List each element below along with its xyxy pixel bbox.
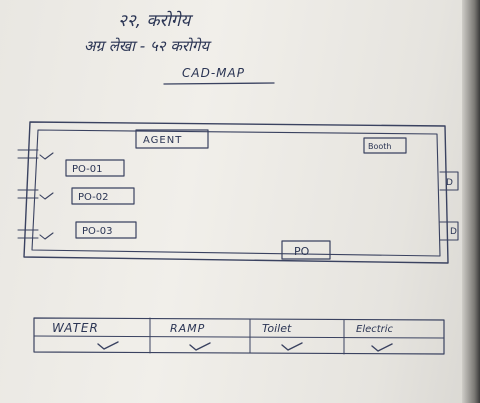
- facilities-table-row-divider: [33, 335, 445, 339]
- check-ramp-icon: [189, 342, 211, 351]
- facilities-table-col-dividers: [149, 317, 345, 355]
- door-label-1: D: [446, 178, 453, 188]
- window-check-1: [39, 152, 54, 160]
- window-left-1: [17, 149, 39, 159]
- page-edge-shadow: [462, 0, 480, 403]
- facilities-table-border: [33, 317, 445, 355]
- room-inner-wall: [31, 129, 441, 257]
- check-toilet-icon: [281, 342, 303, 351]
- po-main-label: PO: [294, 245, 310, 258]
- door-right-1: [439, 171, 459, 191]
- po-box-2: [71, 187, 135, 205]
- agent-box: [135, 129, 209, 149]
- agent-label: AGENT: [143, 135, 182, 146]
- booth-box: [363, 137, 407, 154]
- col-electric: Electric: [356, 324, 394, 335]
- col-ramp: RAMP: [170, 322, 205, 335]
- po-box-3: [75, 221, 137, 239]
- col-toilet: Toilet: [262, 322, 292, 335]
- title-underline: [163, 82, 275, 85]
- check-water-icon: [97, 341, 119, 350]
- po-box-1: [65, 159, 125, 177]
- window-check-2: [39, 192, 54, 200]
- po-label-1: PO-01: [72, 164, 103, 175]
- po-label-2: PO-02: [78, 192, 109, 203]
- window-left-2: [17, 189, 39, 199]
- heading-subtitle-line: अग्र लेखा - ५२ करोगेय: [84, 37, 210, 55]
- door-label-2: D: [450, 227, 457, 237]
- booth-label: Booth: [368, 142, 391, 151]
- window-left-3: [17, 229, 39, 239]
- heading-serial-line: २२, करोगेय: [118, 11, 191, 31]
- col-water: WATER: [52, 321, 99, 335]
- po-main-box: [281, 240, 331, 260]
- window-check-3: [39, 232, 54, 240]
- room-outer-wall: [23, 121, 449, 264]
- po-label-3: PO-03: [82, 226, 113, 237]
- check-electric-icon: [371, 343, 393, 352]
- door-right-2: [439, 221, 459, 241]
- map-title: CAD-MAP: [182, 66, 245, 80]
